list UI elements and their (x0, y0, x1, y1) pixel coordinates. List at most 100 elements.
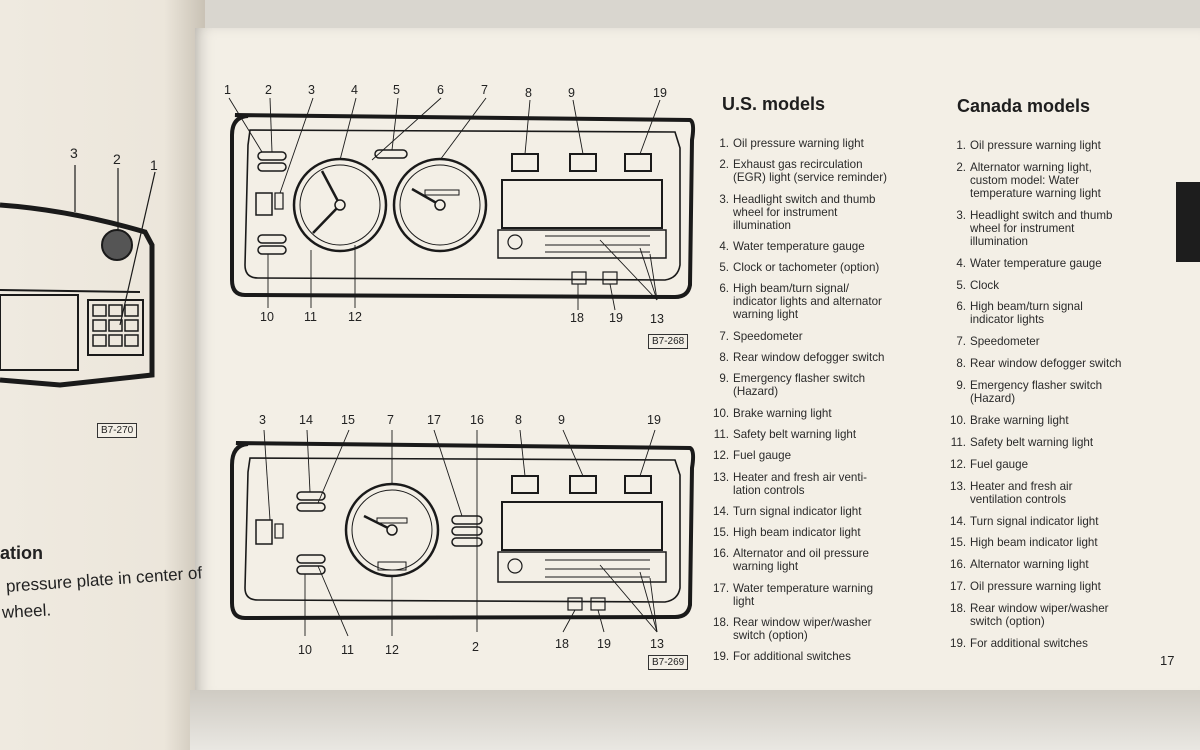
item-number: 3. (719, 192, 729, 206)
bottom-callout-7: 7 (387, 413, 394, 427)
top-callout-3: 3 (308, 83, 315, 97)
item-number: 4. (956, 256, 966, 270)
item-text: Water temperature warning light (733, 581, 874, 608)
item-text: Water temperature gauge (970, 256, 1102, 270)
canada-list-item: 3. Headlight switch and thumb wheel for i… (950, 209, 1170, 248)
bottom-callout-3: 3 (259, 413, 266, 427)
left-figure-code: B7-270 (97, 423, 138, 438)
item-number: 16. (713, 547, 730, 561)
us-models-heading: U.S. models (722, 94, 826, 114)
canada-list-item: 7.Speedometer (950, 335, 1170, 348)
canada-list-item: 2.Alternator warning light, custom model… (950, 161, 1170, 200)
item-number: 19. (713, 650, 730, 664)
item-text: Turn signal indicator light (733, 504, 862, 518)
canada-list-item: 5.Clock (950, 279, 1170, 292)
top-callout-2: 2 (265, 83, 272, 97)
item-text: Headlight switch and thumb wheel for ins… (733, 192, 876, 232)
item-text: Emergency flasher switch (Hazard) (970, 379, 1103, 406)
item-number: 10. (713, 406, 730, 420)
top-callout-4: 4 (351, 83, 358, 97)
item-text: Safety belt warning light (970, 435, 1094, 449)
item-text: Emergency flasher switch (Hazard) (733, 372, 866, 399)
item-text: Rear window defogger switch (733, 351, 885, 365)
item-number: 8. (719, 351, 729, 365)
page-number: 17 (1160, 653, 1175, 668)
item-text: Safety belt warning light (733, 427, 857, 441)
bottom-callout-11: 11 (341, 643, 354, 657)
item-text: Headlight switch and thumb wheel for ins… (970, 208, 1113, 248)
item-number: 1. (719, 137, 729, 150)
item-number: 18. (713, 616, 730, 630)
item-number: 15. (950, 536, 967, 550)
bottom-callout-13: 13 (650, 637, 664, 651)
us-list-item: 5. Clock or tachometer (option) (713, 261, 943, 274)
canada-list-item: 18.Rear window wiper/washer switch (opti… (950, 602, 1170, 628)
top-callout-11: 11 (304, 310, 317, 324)
us-list-item: 4. Water temperature gauge (713, 240, 943, 253)
item-text: Oil pressure warning light (970, 139, 1101, 152)
item-text: For additional switches (970, 637, 1088, 651)
item-text: Clock or tachometer (option) (733, 261, 880, 275)
canada-list-item: 8. Rear window defogger switch (950, 357, 1170, 370)
top-callout-18: 18 (570, 311, 584, 325)
bottom-figure-code: B7-269 (648, 655, 689, 670)
page-edge-shadow (190, 690, 1200, 750)
item-number: 4. (719, 239, 729, 253)
canada-list-item: 13.Heater and fresh air ventilation cont… (950, 480, 1170, 506)
top-callout-9: 9 (568, 86, 575, 100)
top-callout-12: 12 (348, 310, 362, 324)
item-text: Oil pressure warning light (733, 137, 864, 150)
top-figure-code: B7-268 (648, 334, 689, 349)
item-number: 18. (950, 602, 967, 616)
canada-list-item: 15.High beam indicator light (950, 536, 1170, 549)
left-callout-3: 3 (70, 145, 78, 161)
bottom-callout-10: 10 (298, 643, 312, 657)
top-callout-13: 13 (650, 312, 664, 326)
canada-list-item: 17.Oil pressure warning light (950, 580, 1170, 593)
canada-list-item: 10.Brake warning light (950, 414, 1170, 427)
item-number: 1. (956, 139, 966, 152)
item-number: 15. (713, 526, 730, 540)
left-section-title: ation (0, 543, 43, 563)
item-number: 8. (956, 357, 966, 371)
item-text: Rear window defogger switch (970, 357, 1122, 371)
us-list-item: 8. Rear window defogger switch (713, 351, 943, 364)
item-number: 10. (950, 414, 967, 428)
item-text: Speedometer (970, 335, 1040, 349)
left-page-illustration (0, 165, 156, 388)
section-tab (1176, 182, 1200, 262)
item-text: Exhaust gas recirculation (EGR) light (s… (733, 158, 887, 185)
left-page (0, 0, 205, 750)
item-number: 2. (719, 158, 729, 172)
us-list-item: 6.High beam/turn signal/ indicator light… (713, 282, 943, 321)
bottom-callout-9: 9 (558, 413, 565, 427)
item-number: 5. (719, 261, 729, 275)
bottom-callout-19: 19 (647, 413, 661, 427)
item-text: Water temperature gauge (733, 239, 865, 253)
us-models-list: 1. Oil pressure warning light 2. Exhaust ga… (713, 137, 943, 672)
item-number: 14. (950, 514, 967, 528)
item-text: Rear window wiper/washer switch (option) (733, 616, 872, 643)
bottom-callout-16: 16 (470, 413, 484, 427)
item-number: 3. (956, 208, 966, 222)
item-number: 12. (950, 457, 967, 471)
item-text: Heater and fresh air venti- lation contr… (733, 470, 868, 497)
item-number: 13. (713, 470, 730, 484)
us-list-item: 16.Alternator and oil pressure warning l… (713, 547, 943, 573)
item-text: Rear window wiper/washer switch (option) (970, 602, 1109, 629)
item-number: 17. (713, 581, 730, 595)
canada-list-item: 6.High beam/turn signal indicator lights (950, 300, 1170, 326)
item-text: Fuel gauge (733, 449, 792, 463)
us-list-item: 9.Emergency flasher switch (Hazard) (713, 372, 943, 398)
canada-list-item: 19.For additional switches (950, 637, 1170, 650)
canada-list-item: 12.Fuel gauge (950, 458, 1170, 471)
item-number: 17. (950, 580, 967, 594)
us-list-item: 3. Headlight switch and thumb wheel for i… (713, 193, 943, 232)
item-number: 2. (956, 160, 966, 174)
bottom-callout-15: 15 (341, 413, 355, 427)
item-number: 14. (713, 504, 730, 518)
item-number: 9. (956, 379, 966, 393)
canada-list-item: 16.Alternator warning light (950, 558, 1170, 571)
